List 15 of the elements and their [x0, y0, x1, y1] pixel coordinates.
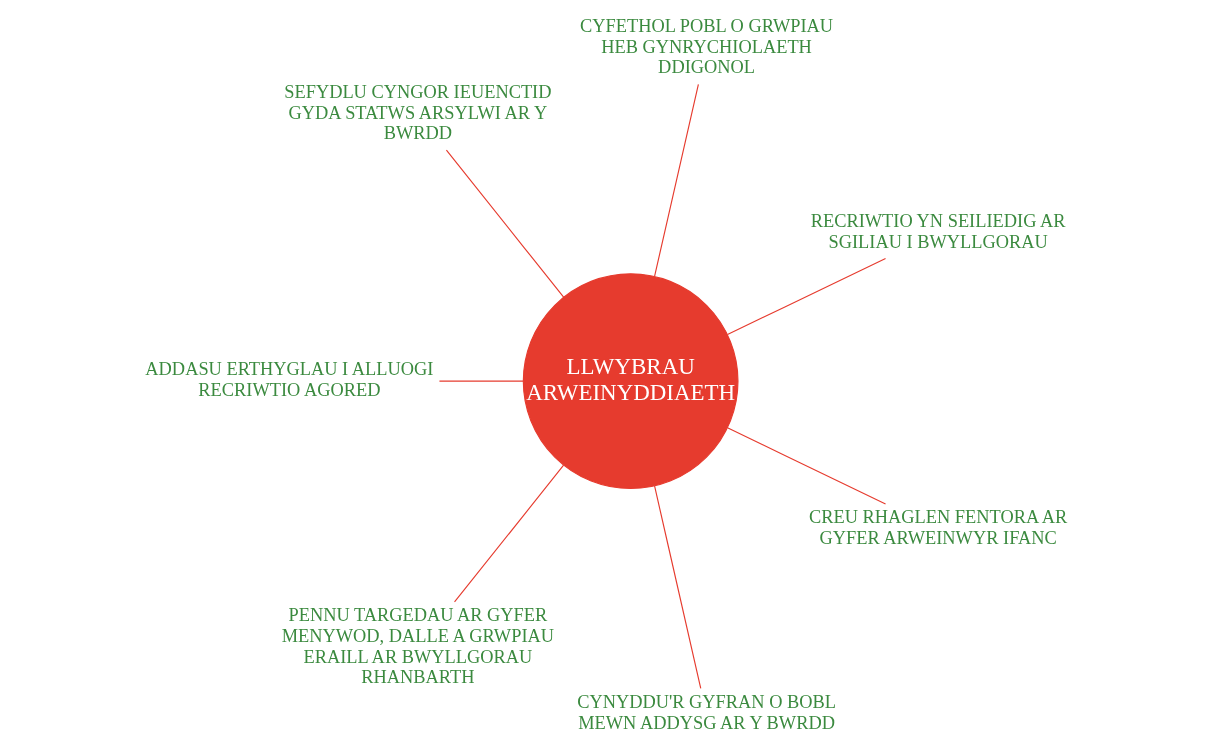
node-text: CREU RHAGLEN FENTORA AR GYFER ARWEINWYR IFANC: [808, 507, 1068, 548]
connector: [445, 149, 565, 298]
connector: [726, 257, 887, 336]
connector: [654, 83, 699, 277]
node-text: PENNU TARGEDAU AR GYFER MENYWOD, DALLE A GRWPIAU ERAILL AR BWYLLGORAU RHANBARTH: [281, 605, 555, 688]
node-text: CYNYDDU'R GYFRAN O BOBL MEWN ADDYSG AR Y BWRDD: [577, 691, 836, 733]
connector: [438, 380, 524, 382]
connector: [453, 464, 565, 603]
node-text: ADDASU ERTHYGLAU I ALLUOGI RECRIWTIO AGORED: [145, 359, 434, 400]
node-text: RECRIWTIO YN SEILIEDIG AR SGILIAU I BWYLLGORAU: [810, 211, 1066, 252]
connector: [726, 427, 887, 505]
connector: [654, 485, 702, 689]
node-text: CYFETHOL POBL O GRWPIAU HEB GYNRYCHIOLAETH DDIGONOL: [580, 16, 834, 78]
node-circle: LLWYBRAU ARWEINYDDIAETH: [522, 273, 739, 490]
node-text: SEFYDLU CYNGOR IEUENCTID GYDA STATWS ARSYLWI AR Y BWRDD: [284, 82, 552, 144]
